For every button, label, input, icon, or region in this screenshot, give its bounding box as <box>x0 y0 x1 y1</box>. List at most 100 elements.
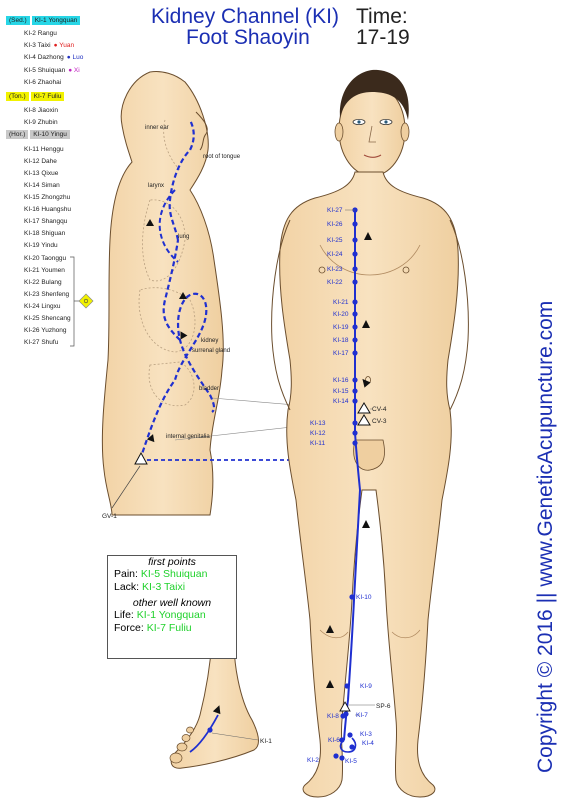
front-nipple-right <box>402 266 410 274</box>
point-list-name: KI-4 Dazhong <box>24 54 64 61</box>
label-ki14: KI-14 <box>333 398 349 405</box>
label-bladder: bladder <box>199 386 219 392</box>
legend-box: first points Pain: KI-5 Shuiquan Lack: K… <box>107 555 237 659</box>
point-list-name: KI-22 Bulang <box>24 279 62 286</box>
copyright-text: Copyright © 2016 || www.GeneticAcupunctu… <box>534 300 557 773</box>
label-ki1: KI-1 <box>260 738 272 745</box>
point-list-name: KI-15 Zhongzhu <box>24 194 71 201</box>
label-ki11: KI-11 <box>310 440 325 447</box>
label-kidney: kidney <box>201 338 218 344</box>
legend-life-value: KI-1 Yongquan <box>136 609 206 621</box>
label-ki2: KI-2 <box>307 757 319 764</box>
cv4-triangle <box>357 402 371 414</box>
front-arm-left <box>271 219 291 411</box>
foot-ki1-leader <box>211 732 259 741</box>
front-leader-lines <box>345 209 375 716</box>
point-list-item: KI-16 Huangshu <box>6 205 71 214</box>
point-list-name: KI-1 Yongquan <box>31 16 81 25</box>
front-chest-line <box>319 244 421 276</box>
point-list-item: KI-12 Dahe <box>6 157 57 166</box>
point-list-item: KI-3 Taixi● Yuan <box>6 41 74 50</box>
front-pupil-left <box>357 120 361 124</box>
point-list-extra: ● Yuan <box>53 42 75 49</box>
point-list-item: KI-26 Yuzhong <box>6 326 67 335</box>
front-ear-left <box>334 122 344 142</box>
label-ki23: KI-23 <box>327 266 343 273</box>
point-list-name: KI-10 Yingu <box>30 130 70 139</box>
label-ki13: KI-13 <box>310 420 326 427</box>
label-sp6: SP-6 <box>376 703 391 710</box>
legend-pain-label: Pain: <box>114 568 138 580</box>
front-mouth <box>363 154 382 158</box>
point-list-item: KI-9 Zhubin <box>6 118 58 127</box>
label-ki18: KI-18 <box>333 337 349 344</box>
front-pupil-right <box>384 120 388 124</box>
point-list-name: KI-18 Shiguan <box>24 230 66 237</box>
label-ki25: KI-25 <box>327 237 343 244</box>
label-lung: lung <box>178 234 189 240</box>
point-list-name: KI-12 Dahe <box>24 158 57 165</box>
label-ki10: KI-10 <box>356 594 372 601</box>
label-ki27: KI-27 <box>327 207 343 214</box>
time-block: Time: 17-19 <box>356 6 410 48</box>
list-diamond <box>78 293 94 309</box>
point-list-name: KI-27 Shufu <box>24 339 59 346</box>
point-list-name: KI-8 Jiaoxin <box>24 107 58 114</box>
label-larynx: larynx <box>148 183 164 189</box>
label-ki4: KI-4 <box>362 740 374 747</box>
label-ki5: KI-5 <box>345 758 357 765</box>
front-genital <box>353 439 385 471</box>
legend-force-value: KI-7 Fuliu <box>146 622 192 634</box>
gv1-pointer <box>111 465 141 509</box>
point-list-item: KI-24 Lingxu <box>6 302 61 311</box>
point-list-name: KI-3 Taixi <box>24 42 51 49</box>
side-figure-face <box>195 111 208 151</box>
front-knee-left <box>319 629 349 639</box>
point-list-item: KI-15 Zhongzhu <box>6 193 70 202</box>
front-trunk-points <box>352 207 358 446</box>
label-inner-ear: inner ear <box>145 125 169 131</box>
point-list-item: KI-4 Dazhong● Luo <box>6 53 83 62</box>
front-knee-right <box>391 629 421 639</box>
point-list-extra: ● Xi <box>68 67 80 74</box>
point-list-item: KI-19 Yindu <box>6 241 58 250</box>
label-ki22: KI-22 <box>327 279 343 286</box>
front-body <box>279 171 459 798</box>
side-channel-path-3 <box>158 189 179 263</box>
point-list-name: KI-2 Rangu <box>24 30 57 37</box>
foot-channel-path <box>189 714 219 753</box>
label-ki16: KI-16 <box>333 377 349 384</box>
legend-force-label: Force: <box>114 622 144 634</box>
point-list-item: KI-22 Bulang <box>6 278 62 287</box>
legend-other-title: other well known <box>132 597 212 609</box>
time-value: 17-19 <box>356 26 410 49</box>
point-list-item: KI-27 Shufu <box>6 338 58 347</box>
front-nipple-left <box>318 266 326 274</box>
side-figure-body <box>101 71 224 516</box>
front-leg-points <box>333 594 355 761</box>
label-ki20: KI-20 <box>333 311 349 318</box>
point-list-item: KI-13 Qixue <box>6 169 58 178</box>
point-list-item: KI-5 Shuiquan● Xi <box>6 66 80 75</box>
legend-pain-value: KI-5 Shuiquan <box>140 568 208 580</box>
point-list-name: KI-17 Shangqu <box>24 218 68 225</box>
point-list-name: KI-13 Qixue <box>24 170 59 177</box>
front-ref-labels: CV-4 CV-3 SP-6 KI-1 <box>260 406 391 745</box>
point-list-name: KI-5 Shuiquan <box>24 67 66 74</box>
point-list-name: KI-21 Youmen <box>24 267 65 274</box>
point-list-item: (Sed.)KI-1 Yongquan <box>6 16 81 25</box>
label-gv1: GV-1 <box>102 513 117 520</box>
point-list-name: KI-16 Huangshu <box>24 206 71 213</box>
sp6-triangle <box>339 701 351 712</box>
foot-arrow <box>212 705 221 715</box>
front-ear-right <box>400 122 410 142</box>
legend-force-row: Force: KI-7 Fuliu <box>108 622 236 635</box>
point-list-name: KI-25 Shencang <box>24 315 71 322</box>
foot-ki1-point <box>207 727 213 733</box>
point-list-name: KI-6 Zhaohai <box>24 79 62 86</box>
label-surrenal-gland: surrenal gland <box>192 348 230 354</box>
point-list-name: KI-24 Lingxu <box>24 303 61 310</box>
point-list-tag: (Sed.) <box>6 16 30 25</box>
point-list-item: KI-14 Siman <box>6 181 60 190</box>
